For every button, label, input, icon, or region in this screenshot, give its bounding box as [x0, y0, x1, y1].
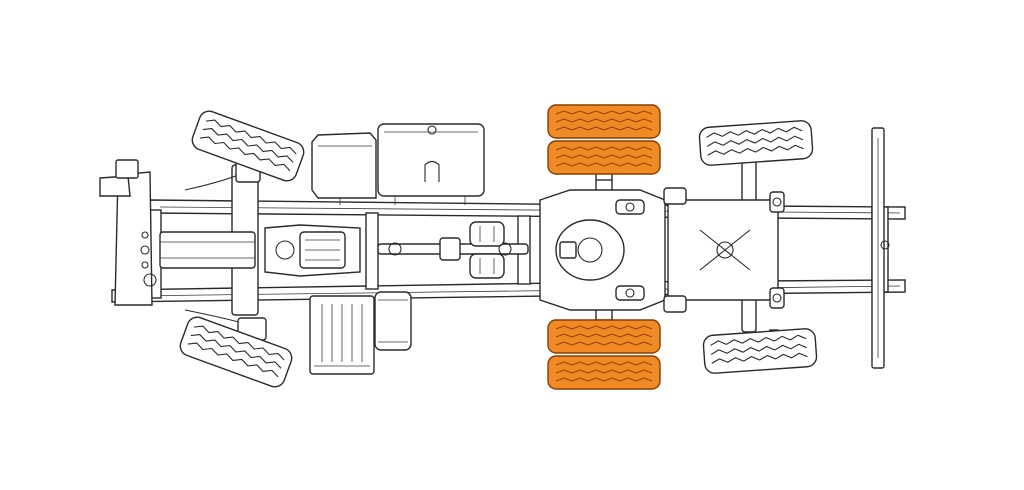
rear-drive-axle	[539, 169, 666, 331]
tag-right-tire	[702, 328, 818, 374]
battery-box	[311, 132, 377, 205]
engine-transmission	[264, 224, 529, 277]
step-box	[309, 295, 375, 375]
air-tank	[374, 291, 412, 351]
front-bumper	[99, 159, 157, 306]
rear-left-inner-tire	[547, 140, 661, 175]
rear-bumper	[871, 127, 890, 369]
mid-supports	[469, 221, 505, 279]
front-axle	[159, 159, 267, 341]
fuel-tank	[377, 123, 485, 205]
rear-dual-drive-tires	[547, 104, 661, 390]
rear-right-outer-tire	[547, 355, 661, 390]
tag-left-tire	[698, 120, 814, 166]
rear-left-outer-tire	[547, 104, 661, 139]
front-left-tire	[191, 110, 305, 182]
front-right-tire	[179, 316, 293, 388]
rear-right-inner-tire	[547, 319, 661, 354]
tag-axle	[663, 159, 785, 347]
